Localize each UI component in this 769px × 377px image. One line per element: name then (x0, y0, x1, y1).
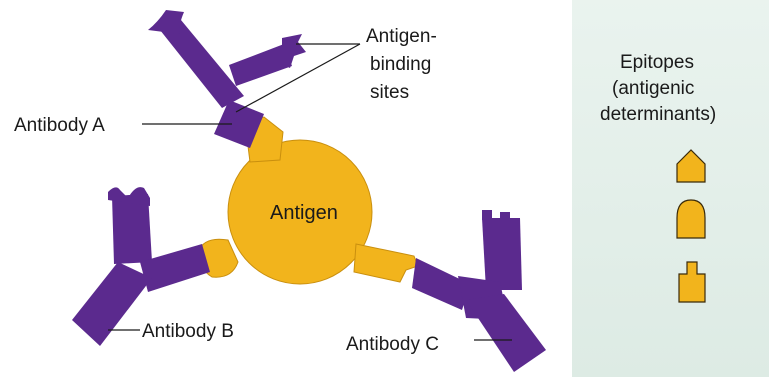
epitopes-label-line2: (antigenic (612, 78, 694, 99)
epitopes-label-line3: determinants) (600, 104, 716, 125)
antigen (198, 117, 418, 284)
epitope-rounded-icon (677, 200, 705, 238)
antibody-b-label: Antibody B (142, 321, 234, 342)
binding-sites-label-line3: sites (370, 82, 409, 103)
antibody-c-label: Antibody C (346, 334, 439, 355)
binding-sites-label-line1: Antigen- (366, 26, 437, 47)
antibody-a (148, 10, 306, 148)
epitope-icons (677, 150, 705, 302)
binding-sites-label-line2: binding (370, 54, 431, 75)
antigen-label: Antigen (270, 202, 338, 224)
antibody-a-label: Antibody A (14, 115, 105, 136)
epitopes-label-line1: Epitopes (620, 52, 694, 73)
